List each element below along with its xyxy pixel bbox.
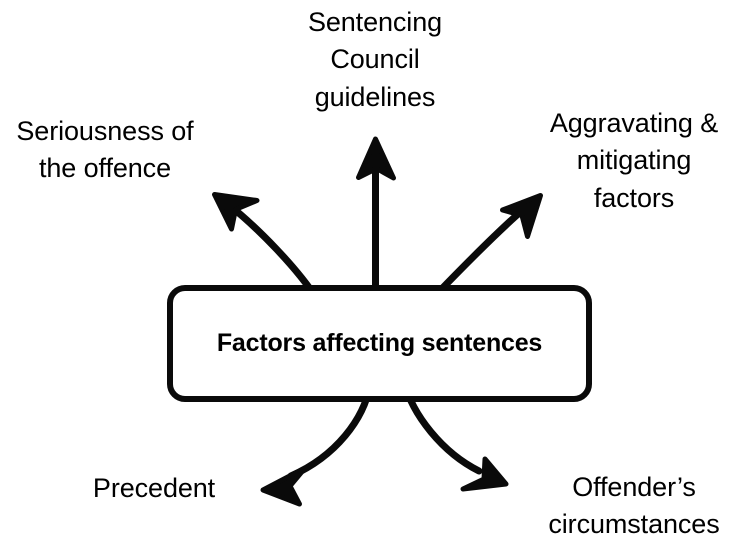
central-node-label: Factors affecting sentences [216,329,543,357]
node-label-aggravating-mitigating-factors: Aggravating & mitigating factors [549,108,719,213]
node-label-sentencing-council-guidelines: Sentencing Council guidelines [307,7,443,112]
arrow-up-sentencing-council-guidelines [356,136,396,300]
node-label-seriousness-of-the-offence: Seriousness of the offence [16,116,194,184]
arrow-lower-left-precedent [260,381,374,507]
node-label-offenders-circumstances: Offender’s circumstances [548,472,720,540]
arrow-upper-left-seriousness-of-the-offence [212,192,321,303]
node-label-precedent: Precedent [92,473,216,503]
central-node-box: Factors affecting sentences [167,285,592,402]
